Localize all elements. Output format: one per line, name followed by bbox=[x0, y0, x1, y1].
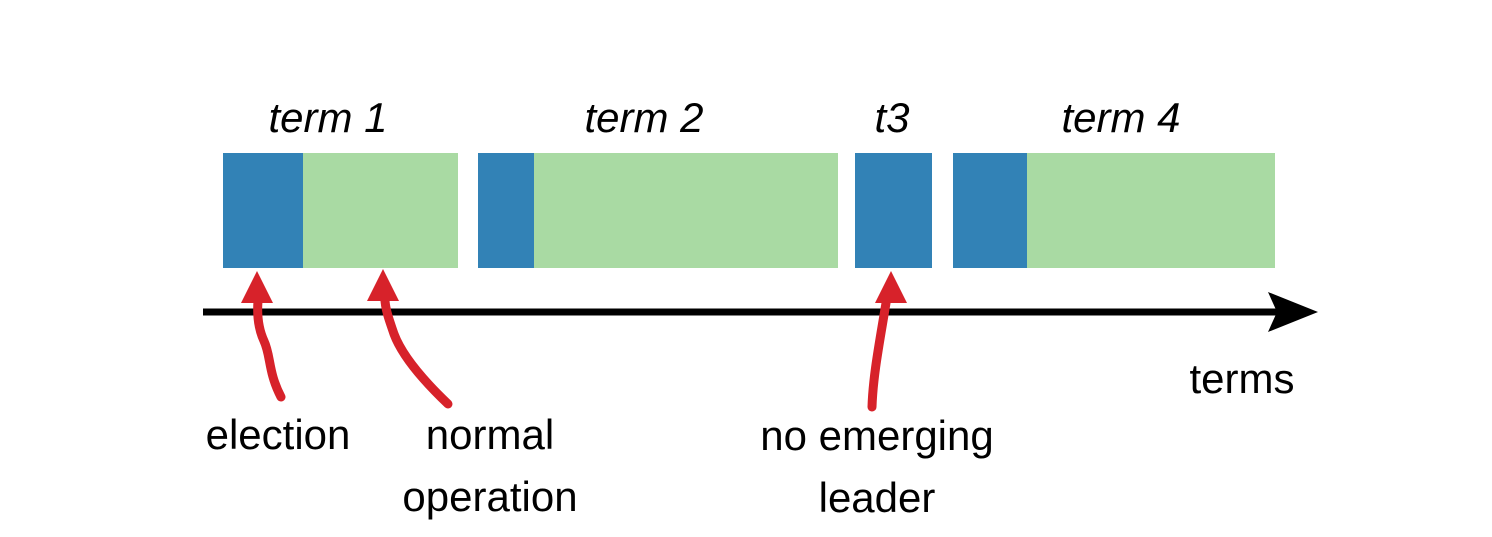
normal-operation-caption: normal operation bbox=[365, 404, 615, 528]
election-arrow-icon bbox=[241, 271, 286, 402]
axis-terms-label: terms bbox=[1189, 355, 1295, 402]
term-4-election-segment bbox=[953, 153, 1027, 268]
term-2-normal-operation-segment bbox=[534, 153, 838, 268]
term-1-normal-operation-segment bbox=[303, 153, 458, 268]
term-1-label: term 1 bbox=[268, 94, 388, 141]
term-2-label: term 2 bbox=[584, 94, 704, 141]
term-2-election-segment bbox=[478, 153, 534, 268]
no-emerging-leader-caption-line-1: no emerging bbox=[760, 412, 994, 459]
term-4-label: term 4 bbox=[1061, 94, 1181, 141]
normal-operation-caption-line-1: normal bbox=[425, 411, 555, 458]
normal-operation-caption-line-2: operation bbox=[402, 473, 578, 520]
election-caption: election bbox=[178, 404, 378, 466]
term-4-normal-operation-segment bbox=[1027, 153, 1275, 268]
normal-operation-arrow-icon bbox=[367, 269, 453, 409]
no-emerging-leader-caption: no emerging leader bbox=[727, 405, 1027, 529]
election-caption-line: election bbox=[205, 411, 351, 458]
no-emerging-leader-caption-line-2: leader bbox=[818, 474, 936, 521]
term-3-label: t3 bbox=[874, 94, 910, 141]
axis-arrowhead-icon bbox=[1268, 292, 1318, 332]
no-emerging-leader-arrow-icon bbox=[867, 271, 907, 412]
term-3-election-segment bbox=[855, 153, 932, 268]
term-1-election-segment bbox=[223, 153, 303, 268]
